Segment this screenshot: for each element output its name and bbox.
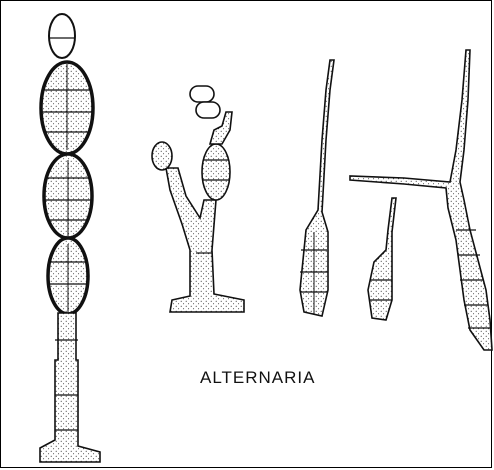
conidial-chain-left	[40, 14, 100, 462]
figure-caption: ALTERNARIA	[200, 368, 316, 388]
beaked-conidium-short	[368, 198, 396, 320]
branched-conidiophore	[152, 86, 244, 312]
beaked-conidium-tall	[300, 60, 334, 316]
